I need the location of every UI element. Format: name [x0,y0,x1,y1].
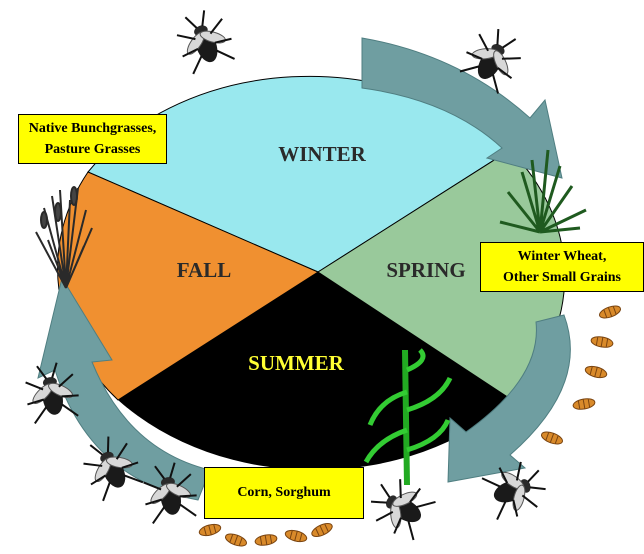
larva-illustration [598,304,622,321]
season-label-fall: FALL [177,258,231,282]
larva-illustration [584,364,608,379]
larva-illustration [224,532,248,549]
larva-illustration [540,430,564,447]
host-label-fall-line2: Pasture Grasses [19,139,166,160]
host-label-fall: Native Bunchgrasses, Pasture Grasses [18,114,167,164]
larva-illustration [284,528,308,543]
host-label-summer: Corn, Sorghum [204,467,364,519]
insect-illustration [363,470,437,543]
season-label-spring: SPRING [386,258,465,282]
larva-illustration [590,335,613,349]
season-label-summer: SUMMER [248,351,344,375]
larva-illustration [198,522,222,537]
host-label-summer-line1: Corn, Sorghum [205,468,363,518]
host-label-spring-line2: Other Small Grains [481,267,643,288]
host-label-spring: Winter Wheat, Other Small Grains [480,242,644,292]
larva-illustration [310,521,334,539]
host-label-spring-line1: Winter Wheat, [481,246,643,267]
larva-illustration [572,397,595,411]
insect-illustration [170,5,238,75]
larva-illustration [254,533,277,547]
season-label-winter: WINTER [278,142,366,166]
host-label-fall-line1: Native Bunchgrasses, [19,118,166,139]
